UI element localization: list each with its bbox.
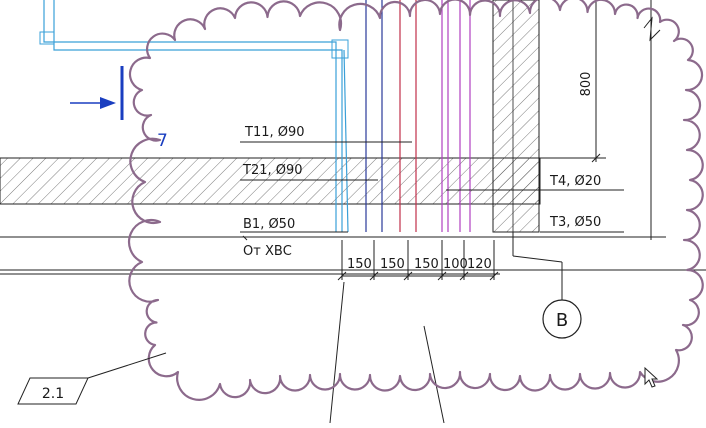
dim-value: 120 xyxy=(467,257,492,272)
revision-cloud xyxy=(128,0,704,401)
pipe-label-b1: B1, Ø50 xyxy=(243,217,295,232)
height-dimension-value: 800 xyxy=(579,72,594,97)
pipe-label-t3: T3, Ø50 xyxy=(549,215,601,230)
dim-value: 100 xyxy=(443,257,468,272)
riser-hot-water xyxy=(441,0,471,232)
cloud-tag-label: 2.1 xyxy=(42,386,64,402)
section-arrow-icon xyxy=(70,66,124,120)
floor-slab xyxy=(0,157,541,205)
mouse-cursor-icon xyxy=(644,366,659,388)
spacing-dimension-chain xyxy=(337,240,499,281)
axis-marker-label: B xyxy=(556,310,568,331)
section-cut-lines xyxy=(329,281,445,424)
height-dimension xyxy=(540,0,652,240)
cloud-tag: 2.1 xyxy=(17,352,167,405)
section-mark: 7 xyxy=(157,131,168,151)
spacing-dimension-values: 150 150 150 100 120 xyxy=(347,257,492,272)
source-note: От ХВС xyxy=(243,244,292,259)
break-line-icon xyxy=(643,16,661,42)
dim-value: 150 xyxy=(380,257,405,272)
wall-column xyxy=(492,0,540,233)
reference-lines xyxy=(0,232,706,300)
pipe-label-t4: T4, Ø20 xyxy=(549,174,601,189)
riser-heating-return xyxy=(365,0,383,232)
pipe-label-t21: T21, Ø90 xyxy=(242,163,303,178)
pipe-label-t11: T11, Ø90 xyxy=(244,125,305,140)
dim-value: 150 xyxy=(414,257,439,272)
axis-marker: B xyxy=(542,299,582,339)
dim-value: 150 xyxy=(347,257,372,272)
pipe-labels: T11, Ø90 T21, Ø90 B1, Ø50 T4, Ø20 T3, Ø5… xyxy=(242,125,601,259)
label-leaders xyxy=(240,141,624,241)
riser-heating-supply xyxy=(399,0,417,232)
cold-water-pipe xyxy=(39,0,349,233)
